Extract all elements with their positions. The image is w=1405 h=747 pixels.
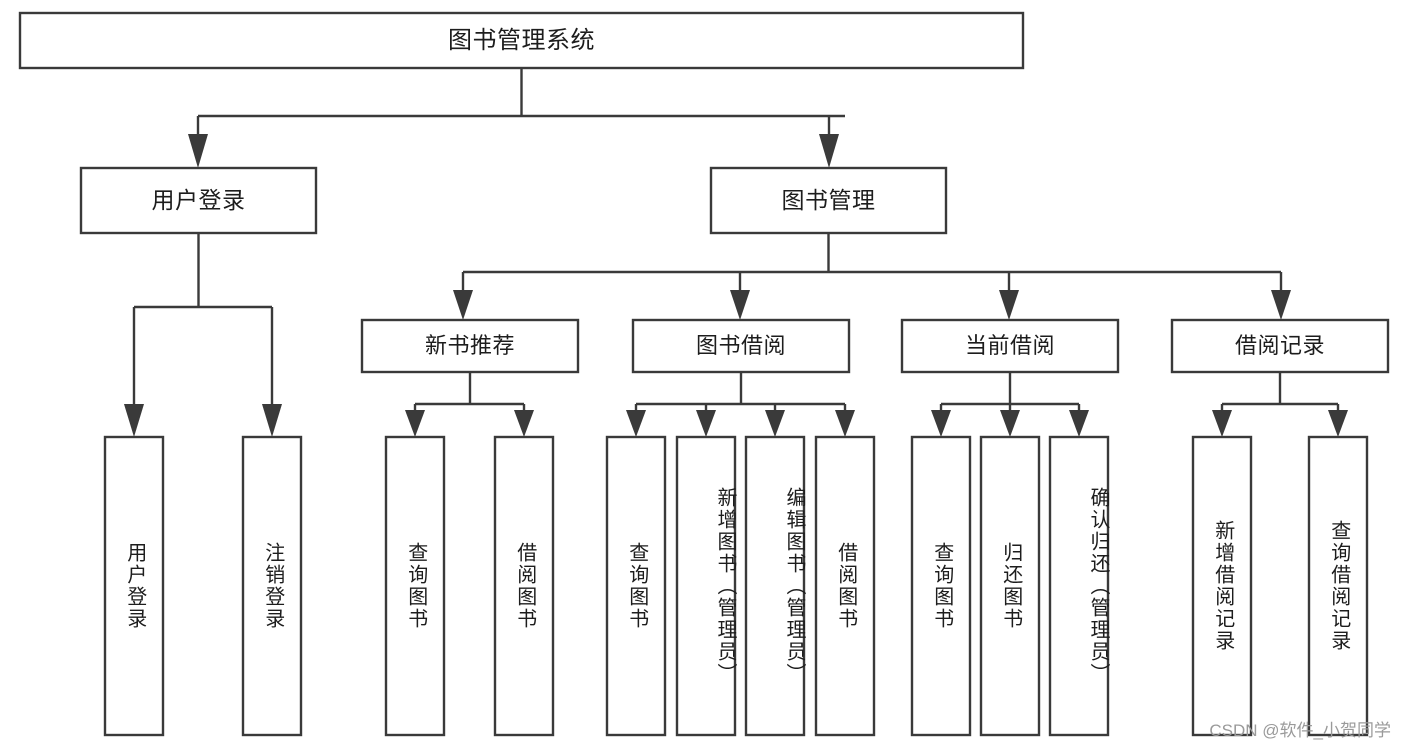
leafbox-user-login[interactable] xyxy=(103,435,165,737)
arrow-to-leaf-query-book-2 xyxy=(626,410,646,437)
leafbox-confirm-return[interactable] xyxy=(1048,435,1110,737)
leafbox-query-book-1[interactable] xyxy=(384,435,446,737)
arrow-to-leaf-confirm-return xyxy=(1069,410,1089,437)
leafbox-query-book-2[interactable] xyxy=(605,435,667,737)
arrow-to-leaf-logout xyxy=(262,404,282,437)
leafbox-borrow-book-1[interactable] xyxy=(493,435,555,737)
arrow-to-leaf-add-record xyxy=(1212,410,1232,437)
node-new-book-recommend[interactable] xyxy=(360,318,580,374)
node-borrow-record[interactable] xyxy=(1170,318,1390,374)
arrow-to-new-book-recommend xyxy=(453,290,473,320)
leafbox-return-book[interactable] xyxy=(979,435,1041,737)
leafbox-add-record[interactable] xyxy=(1191,435,1253,737)
arrow-to-leaf-edit-book xyxy=(765,410,785,437)
leafbox-logout[interactable] xyxy=(241,435,303,737)
node-root[interactable] xyxy=(18,11,1025,70)
leafbox-borrow-book-2[interactable] xyxy=(814,435,876,737)
arrow-to-leaf-borrow-book-2 xyxy=(835,410,855,437)
arrow-to-leaf-query-record xyxy=(1328,410,1348,437)
arrow-to-book-borrow xyxy=(730,290,750,320)
arrow-to-leaf-query-book-3 xyxy=(931,410,951,437)
arrow-to-user-login xyxy=(188,134,208,168)
node-current-borrow[interactable] xyxy=(900,318,1120,374)
leafbox-query-book-3[interactable] xyxy=(910,435,972,737)
leafbox-query-record[interactable] xyxy=(1307,435,1369,737)
arrow-to-leaf-query-book-1 xyxy=(405,410,425,437)
arrow-to-leaf-user-login xyxy=(124,404,144,437)
arrow-to-leaf-borrow-book-1 xyxy=(514,410,534,437)
leafbox-add-book[interactable] xyxy=(675,435,737,737)
arrow-to-borrow-record xyxy=(1271,290,1291,320)
arrow-to-leaf-add-book xyxy=(696,410,716,437)
node-book-manage[interactable] xyxy=(709,166,948,235)
arrow-to-leaf-return-book xyxy=(1000,410,1020,437)
arrow-to-current-borrow xyxy=(999,290,1019,320)
watermark-text: CSDN @软件_小贺同学 xyxy=(1209,721,1391,740)
arrow-to-book-manage xyxy=(819,134,839,168)
node-user-login[interactable] xyxy=(79,166,318,235)
node-book-borrow[interactable] xyxy=(631,318,851,374)
leafbox-edit-book[interactable] xyxy=(744,435,806,737)
